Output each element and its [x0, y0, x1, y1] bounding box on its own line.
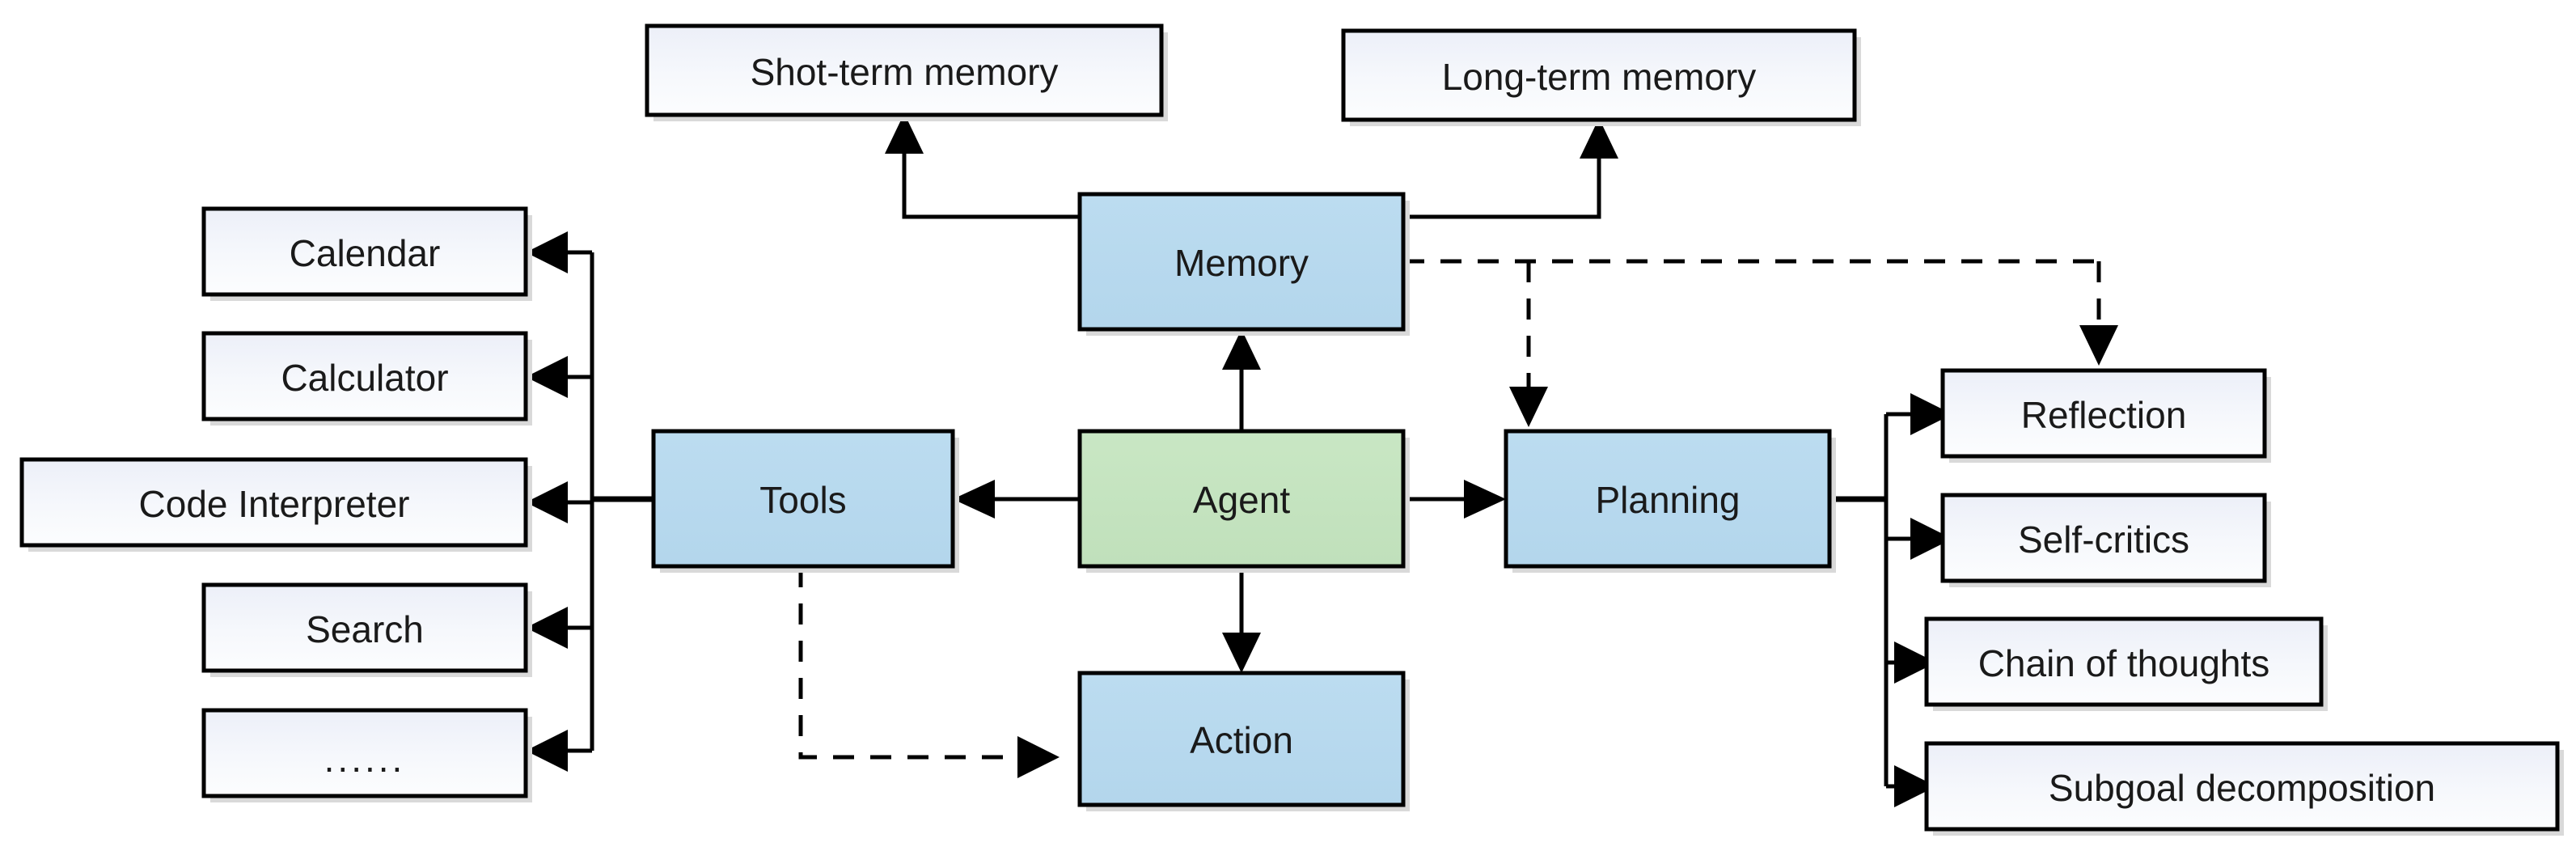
node-self-critics[interactable]: Self-critics: [1940, 493, 2271, 587]
node-action[interactable]: Action: [1077, 671, 1410, 811]
arrow-head-to-code-interpreter: [526, 481, 568, 523]
arrow-head-to-calculator: [526, 356, 568, 398]
node-calculator[interactable]: Calculator: [201, 331, 532, 426]
arrow-head-to-short-term-memory: [885, 113, 924, 154]
node-subgoal-decomposition[interactable]: Subgoal decomposition: [1924, 741, 2564, 836]
arrow-head-dashed-to-planning: [1509, 387, 1548, 427]
arrow-head-to-planning: [1464, 480, 1506, 519]
arrow-head-to-ellipsis: [526, 730, 568, 772]
node-planning[interactable]: Planning: [1504, 429, 1836, 573]
node-short-term-memory[interactable]: Shot-term memory: [645, 23, 1168, 121]
node-reflection[interactable]: Reflection: [1940, 368, 2271, 463]
arrow-head-to-self-critics: [1910, 518, 1952, 560]
edge-tools-to-tool-list: [566, 250, 654, 753]
node-agent[interactable]: Agent: [1077, 429, 1410, 573]
arrow-head-to-calendar: [526, 231, 568, 273]
edge-agent-to-memory: [1222, 329, 1261, 431]
node-search[interactable]: Search: [201, 582, 532, 677]
arrow-head-to-reflection: [1910, 393, 1952, 435]
edge-agent-to-action: [1222, 566, 1261, 673]
node-tools[interactable]: Tools: [651, 429, 959, 573]
node-memory[interactable]: Memory: [1077, 192, 1410, 336]
edge-tools-dashed-to-action: [798, 566, 1060, 778]
node-calendar[interactable]: Calendar: [201, 206, 532, 301]
edge-agent-to-planning: [1403, 480, 1506, 519]
node-chain-of-thoughts[interactable]: Chain of thoughts: [1924, 616, 2328, 711]
arrow-head-to-search: [526, 607, 568, 649]
arrow-head-to-long-term-memory: [1580, 118, 1618, 159]
edge-planning-to-strategy-list: [1829, 412, 1912, 789]
arrow-head-dashed-to-action: [1017, 736, 1060, 778]
edge-memory-dashed-branch: [1403, 259, 2101, 387]
node-ellipsis[interactable]: ......: [201, 708, 532, 802]
arrow-head-to-chain-of-thoughts: [1894, 641, 1936, 684]
arrow-head-to-tools: [953, 480, 995, 519]
arrow-head-to-action: [1222, 633, 1261, 673]
arrow-head-to-subgoal-decomposition: [1894, 765, 1936, 807]
node-long-term-memory[interactable]: Long-term memory: [1341, 28, 1861, 126]
arrow-head-dashed-to-reflection: [2079, 325, 2118, 366]
node-code-interpreter[interactable]: Code Interpreter: [19, 457, 532, 552]
edge-agent-to-tools: [953, 480, 1080, 519]
arrow-head-to-memory: [1222, 329, 1261, 370]
